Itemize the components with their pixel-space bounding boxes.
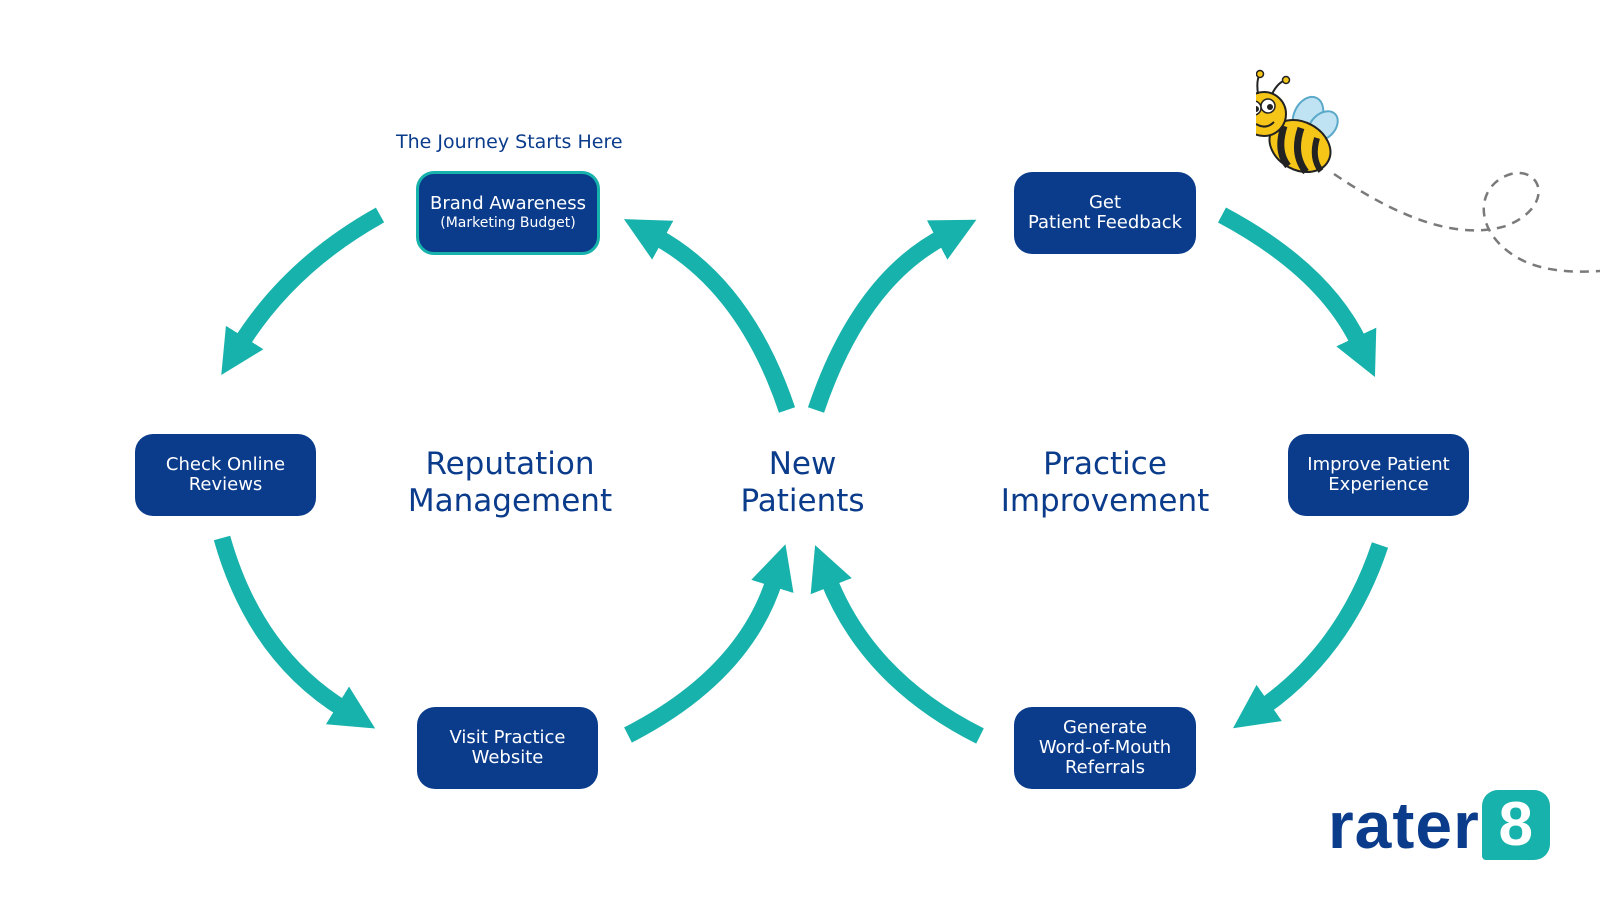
arrow-feedback-to-improve <box>1217 207 1377 378</box>
node-generate-referrals: Generate Word-of-Mouth Referrals <box>1014 707 1196 789</box>
center-new-patients: New Patients <box>720 446 885 520</box>
node-check-reviews-line1: Check Online <box>165 454 286 475</box>
node-visit-website-line1: Visit Practice <box>449 727 566 748</box>
logo-badge: 8 <box>1481 790 1550 860</box>
node-generate-referrals-line1: Generate <box>1062 717 1148 738</box>
node-generate-referrals-line3: Referrals <box>1064 757 1146 778</box>
node-get-feedback: Get Patient Feedback <box>1014 172 1196 254</box>
node-generate-referrals-line2: Word-of-Mouth <box>1038 737 1172 758</box>
arrow-referrals-to-patients <box>810 545 984 744</box>
center-practice-improvement: Practice Improvement <box>990 446 1220 520</box>
node-get-feedback-line1: Get <box>1088 192 1122 213</box>
rater8-logo: rater 8 <box>1328 786 1550 864</box>
center-reputation-line1: Reputation <box>425 446 595 482</box>
arrow-reviews-to-website <box>213 535 376 729</box>
node-improve-experience: Improve Patient Experience <box>1288 434 1469 516</box>
arrow-website-to-patients <box>624 544 794 743</box>
logo-wordmark: rater <box>1328 788 1480 862</box>
node-improve-experience-line2: Experience <box>1328 474 1429 495</box>
node-brand-awareness-title: Brand Awareness <box>430 193 586 214</box>
arrow-patients-to-feedback <box>807 219 977 413</box>
center-practice-line1: Practice <box>1043 446 1167 482</box>
node-visit-website: Visit Practice Website <box>417 707 598 789</box>
node-check-reviews-line2: Reviews <box>188 474 263 495</box>
arrow-patients-to-brand <box>623 219 796 413</box>
bee-flight-path <box>1333 171 1600 273</box>
journey-start-label: The Journey Starts Here <box>396 131 623 153</box>
node-visit-website-line2: Website <box>471 747 544 768</box>
node-brand-awareness: Brand Awareness (Marketing Budget) <box>416 171 600 255</box>
arrow-improve-to-referrals <box>1233 542 1389 729</box>
center-reputation-line2: Management <box>407 483 613 519</box>
center-new-patients-line1: New <box>768 446 837 482</box>
arrow-brand-to-reviews <box>221 207 385 375</box>
center-reputation-management: Reputation Management <box>395 446 625 520</box>
node-brand-awareness-subtitle: (Marketing Budget) <box>440 215 576 231</box>
node-get-feedback-line2: Patient Feedback <box>1027 212 1183 233</box>
center-practice-line2: Improvement <box>1000 483 1210 519</box>
node-check-reviews: Check Online Reviews <box>135 434 316 516</box>
bee-mascot-icon <box>1256 69 1600 273</box>
node-improve-experience-line1: Improve Patient <box>1307 454 1450 475</box>
center-new-patients-line2: Patients <box>740 483 865 519</box>
